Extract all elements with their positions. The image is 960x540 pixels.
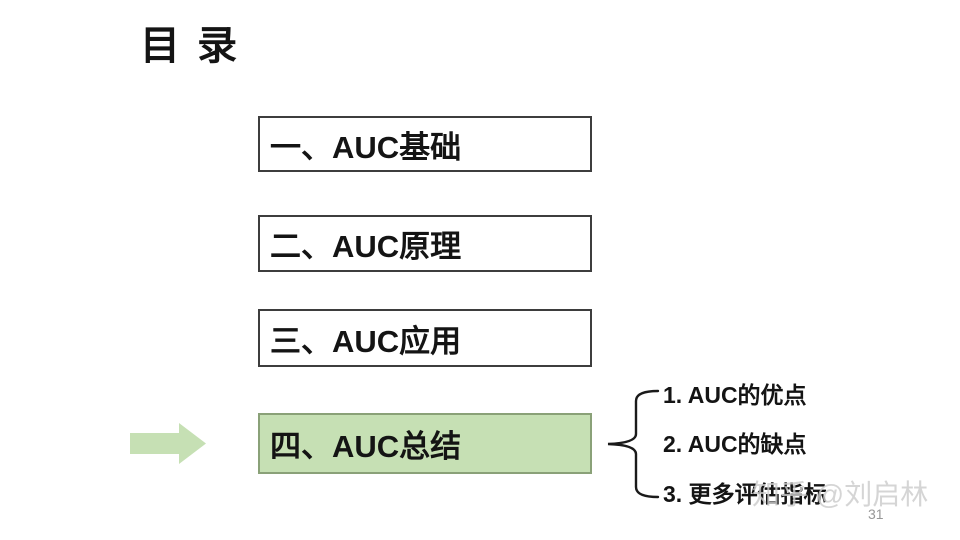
right-arrow-icon xyxy=(130,422,207,465)
toc-item-label: 一、AUC基础 xyxy=(270,129,462,165)
toc-item-auc-summary: 四、AUC总结 xyxy=(258,413,592,474)
toc-item-auc-application: 三、AUC应用 xyxy=(258,309,592,367)
toc-item-label: 二、AUC原理 xyxy=(270,229,462,264)
watermark: 知乎 @刘启林 xyxy=(752,479,929,510)
detail-item-more-metrics: 3. 更多评估指标 xyxy=(663,481,827,507)
page-title: 目 录 xyxy=(140,24,241,68)
detail-item-disadvantages: 2. AUC的缺点 xyxy=(663,431,807,457)
toc-item-label: 四、AUC总结 xyxy=(270,429,462,464)
detail-item-advantages: 1. AUC的优点 xyxy=(663,382,807,408)
toc-item-auc-principle: 二、AUC原理 xyxy=(258,215,592,272)
curly-brace-icon xyxy=(594,382,668,504)
page-number: 31 xyxy=(868,506,884,522)
toc-item-auc-basics: 一、AUC基础 xyxy=(258,116,592,172)
toc-item-label: 三、AUC应用 xyxy=(270,323,462,359)
